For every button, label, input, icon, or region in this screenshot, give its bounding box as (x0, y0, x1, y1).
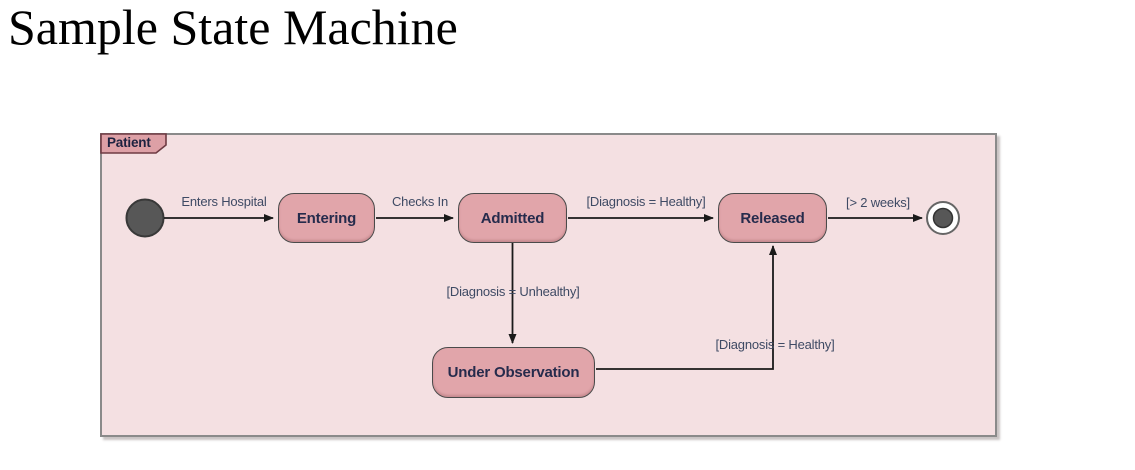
transition-label-diagnosis-healthy: [Diagnosis = Healthy] (586, 194, 706, 209)
transition-under-observation-to-released (596, 245, 777, 370)
uml-frame: Patient Entering Admitted Released Under… (100, 133, 997, 437)
transition-label-checks-in: Checks In (391, 194, 449, 209)
transition-label-enters-hospital: Enters Hospital (181, 194, 267, 209)
state-entering: Entering (278, 193, 375, 243)
final-state-inner-icon (932, 207, 954, 229)
transition-label-diagnosis-healthy-2: [Diagnosis = Healthy] (715, 337, 835, 352)
frame-name-tab (100, 133, 167, 154)
initial-state-icon (125, 198, 165, 238)
state-admitted: Admitted (458, 193, 567, 243)
frame-name-label: Patient (107, 135, 151, 150)
transition-label-2-weeks: [> 2 weeks] (846, 195, 910, 210)
page-title: Sample State Machine (8, 0, 458, 55)
transition-label-diagnosis-unhealthy: [Diagnosis = Unhealthy] (446, 284, 580, 299)
state-under-observation: Under Observation (432, 347, 595, 398)
state-released: Released (718, 193, 827, 243)
